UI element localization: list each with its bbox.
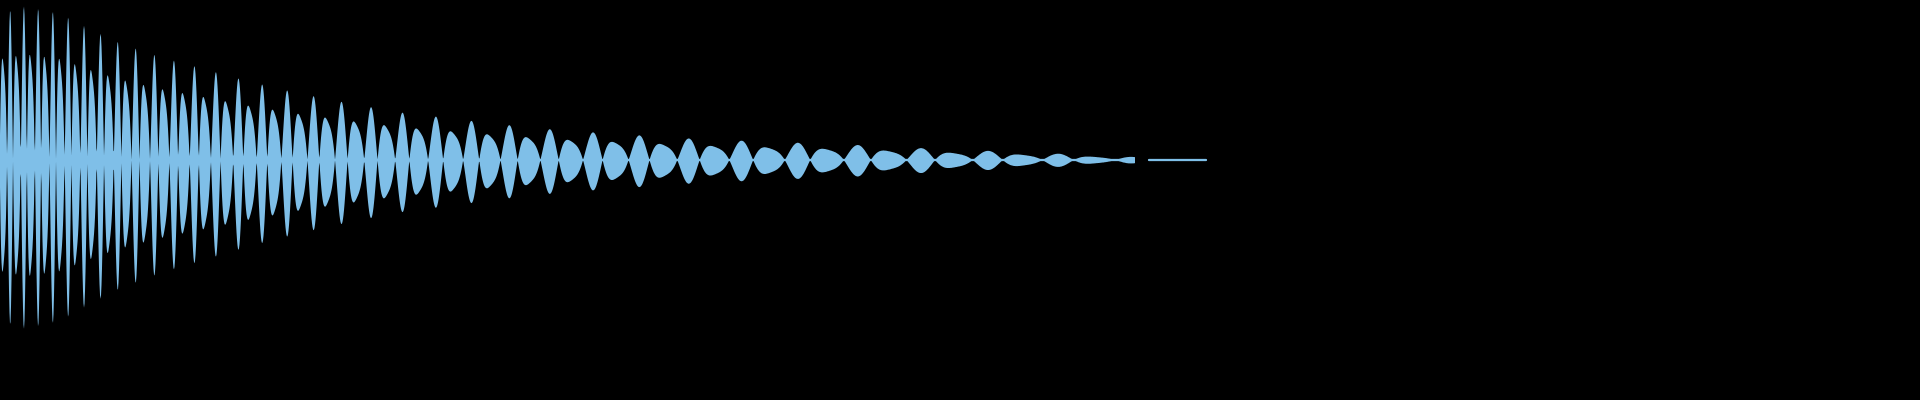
waveform-fill bbox=[0, 6, 1135, 329]
